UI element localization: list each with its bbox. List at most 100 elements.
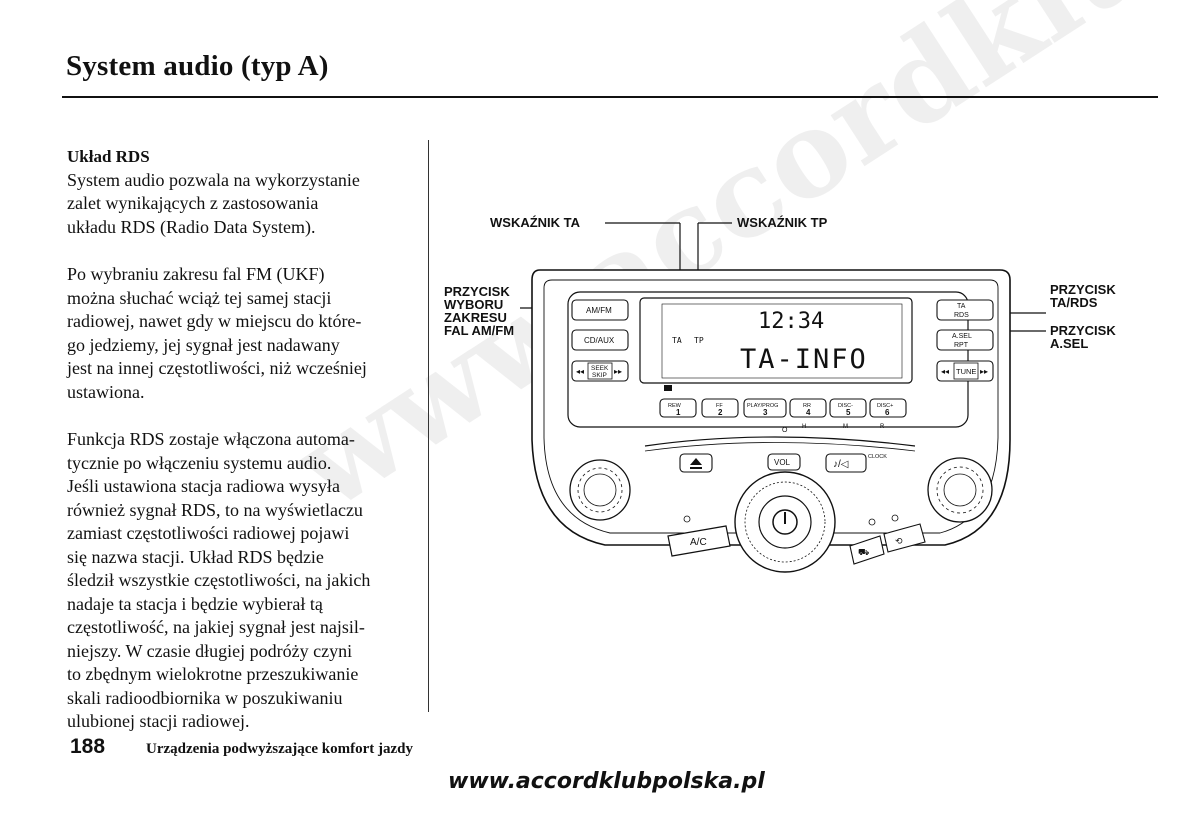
temperature-knob-left[interactable] (569, 459, 631, 521)
display-indicator-dot (664, 385, 672, 391)
preset-mark: O (782, 427, 788, 434)
recirculation-buttons[interactable]: ⛟ ⟲ (849, 514, 926, 565)
sound-clock-button[interactable]: ♪/◁ CLOCK (825, 453, 887, 473)
callout-line: WYBORU (444, 297, 503, 312)
recirculation-button[interactable] (883, 523, 926, 553)
sound-icon: ♪/◁ (833, 459, 849, 470)
text-line: śledził wszystkie częstotliwości, na jak… (67, 570, 371, 590)
text-line: go jedziemy, jej sygnał jest nadawany (67, 334, 340, 355)
callout-ta-rds-button: PRZYCISK TA/RDS (1050, 282, 1119, 310)
ta-indicator: TA (672, 336, 682, 345)
preset-caption: PLAY/PROG (747, 403, 778, 409)
paragraph-fm: Po wybraniu zakresu fal FM (UKF) można s… (67, 263, 412, 404)
svg-text:◂◂: ◂◂ (941, 367, 949, 376)
text-line: ustawiona. (67, 381, 145, 402)
temperature-knob-right[interactable] (927, 457, 993, 523)
text-line: Po wybraniu zakresu fal FM (UKF) (67, 264, 325, 284)
rds-label: RDS (954, 312, 969, 319)
paragraph-rds-function: Funkcja RDS zostaje włączona automa- tyc… (67, 428, 412, 734)
preset-number: 2 (718, 408, 723, 417)
vol-button[interactable]: VOL (767, 453, 801, 471)
audio-panel-figure: WSKAŹNIK TA WSKAŹNIK TP PRZYCISK WYBORU … (440, 200, 1160, 600)
preset-mark: M (843, 424, 848, 430)
cd-aux-label: CD/AUX (584, 336, 615, 345)
preset-6-button[interactable]: DISC+ 6 (869, 398, 907, 418)
text-line: częstotliwość, na jakiej sygnał jest naj… (67, 617, 365, 637)
preset-mark: H (802, 424, 806, 430)
text-line: zamiast częstotliwości radiowej pojawi (67, 523, 350, 543)
text-line: Funkcja RDS zostaje włączona automa- (67, 429, 355, 449)
cd-slot (644, 436, 916, 447)
seek-label: SEEK (591, 365, 609, 372)
preset-caption: RR (803, 403, 811, 409)
preset-number: 5 (846, 408, 851, 417)
tune-label: TUNE (956, 367, 976, 376)
page-title: System audio (typ A) (66, 50, 329, 82)
preset-4-button[interactable]: RR 4 (789, 398, 827, 418)
callout-ta-indicator: WSKAŹNIK TA (490, 215, 581, 230)
tune-button[interactable]: ◂◂ TUNE ▸▸ (936, 360, 994, 382)
clock-display: 12:34 (758, 309, 824, 334)
text-line: ulubionej stacji radiowej. (67, 711, 250, 731)
display-message: TA-INFO (740, 344, 868, 375)
callout-line: TA/RDS (1050, 295, 1098, 310)
fresh-air-button[interactable] (849, 535, 885, 565)
preset-caption: FF (716, 403, 723, 409)
text-line: jest na innej częstotliwości, niż wcześn… (67, 358, 367, 378)
text-line: to zbędnym wielokrotne przeszukiwanie (67, 664, 359, 684)
radio-display: TA TP 12:34 TA-INFO (639, 297, 913, 391)
text-line: nadaje ta stacja i będzie wybierał tą (67, 593, 323, 614)
skip-label: SKIP (592, 372, 607, 379)
vol-label: VOL (774, 458, 791, 467)
preset-caption: DISC+ (877, 403, 893, 409)
text-line: tycznie po włączeniu systemu audio. (67, 452, 332, 473)
callout-asel-button: PRZYCISK A.SEL (1050, 323, 1119, 351)
audio-panel-diagram: WSKAŹNIK TA WSKAŹNIK TP PRZYCISK WYBORU … (444, 215, 1119, 573)
preset-number: 6 (885, 408, 890, 417)
eject-icon (690, 458, 702, 465)
text-line: skali radioodbiornika w poszukiwaniu (67, 687, 343, 708)
text-line: System audio pozwala na wykorzystanie (67, 169, 360, 190)
am-fm-label: AM/FM (586, 306, 612, 315)
svg-text:◂◂: ◂◂ (576, 367, 584, 376)
ac-button[interactable]: A/C (667, 515, 731, 557)
callout-line: PRZYCISK (444, 284, 510, 299)
callout-line: FAL AM/FM (444, 323, 514, 338)
preset-number: 3 (763, 408, 768, 417)
paragraph-intro: System audio pozwala na wykorzystanie za… (67, 169, 412, 240)
preset-number: 1 (676, 408, 681, 417)
preset-1-button[interactable]: REW 1 (659, 398, 697, 418)
ta-rds-button[interactable]: TA RDS (936, 299, 994, 321)
a-sel-label: A.SEL (952, 333, 972, 340)
preset-caption: REW (668, 403, 682, 409)
callout-line: A.SEL (1050, 336, 1088, 351)
ac-label: A/C (690, 537, 707, 548)
callout-line: ZAKRESU (444, 310, 507, 325)
cd-aux-button[interactable]: CD/AUX (571, 329, 629, 351)
text-line: zalet wynikających z zastosowania (67, 193, 319, 213)
am-fm-button[interactable]: AM/FM (571, 299, 629, 321)
column-divider (428, 140, 429, 712)
seek-skip-button[interactable]: ◂◂ SEEK SKIP ▸▸ (571, 360, 629, 382)
preset-3-button[interactable]: PLAY/PROG 3 (743, 398, 787, 418)
text-line: radiowej, nawet gdy w miejscu do które- (67, 311, 362, 331)
power-volume-dial[interactable] (734, 471, 836, 573)
preset-number: 4 (806, 408, 811, 417)
clock-label: CLOCK (868, 454, 887, 460)
preset-5-button[interactable]: DISC- 5 (829, 398, 867, 418)
preset-mark: R (880, 424, 885, 430)
preset-2-button[interactable]: FF 2 (701, 398, 739, 418)
radio-head-unit (567, 291, 969, 428)
svg-text:▸▸: ▸▸ (980, 367, 988, 376)
eject-button[interactable] (679, 453, 713, 473)
page-number: 188 (70, 735, 106, 758)
callout-line: PRZYCISK (1050, 323, 1116, 338)
footer-section-title: Urządzenia podwyższające komfort jazdy (146, 741, 414, 757)
rpt-label: RPT (954, 342, 969, 349)
tp-indicator: TP (694, 336, 704, 345)
ta-label: TA (957, 303, 966, 310)
body-text-column: Układ RDS System audio pozwala na wykorz… (67, 145, 412, 734)
a-sel-button[interactable]: A.SEL RPT (936, 329, 994, 351)
callout-band-button: PRZYCISK WYBORU ZAKRESU FAL AM/FM (444, 284, 514, 338)
text-line: można słuchać wciąż tej samej stacji (67, 287, 332, 308)
